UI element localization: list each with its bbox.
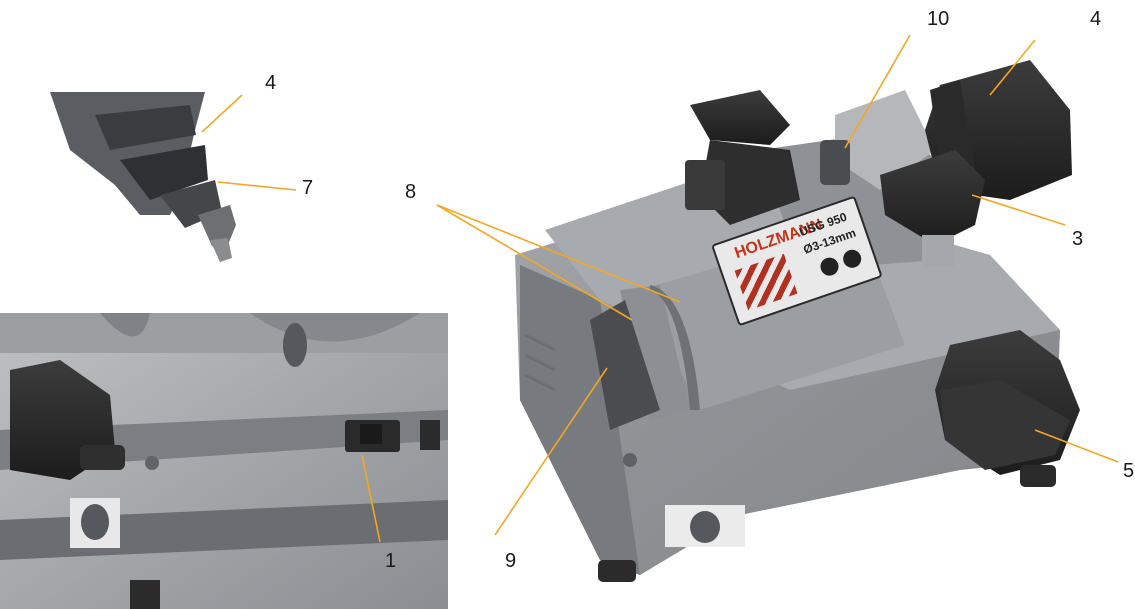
callout-4-knob: 4: [1090, 8, 1102, 30]
safety-goggles-icon: [815, 252, 844, 281]
callout-4-tip: 4: [265, 72, 277, 94]
drill-tip-detail-photo: [50, 92, 236, 262]
callout-1: 1: [385, 550, 397, 572]
safety-mask-icon: [838, 244, 867, 273]
main-machine-photo: [515, 60, 1080, 582]
switch-side-detail-photo: [0, 313, 448, 609]
callout-10: 10: [927, 8, 950, 30]
callout-7: 7: [302, 177, 314, 199]
leader-lines: [201, 34, 1119, 543]
callout-8: 8: [405, 181, 417, 203]
callout-5: 5: [1123, 460, 1135, 482]
callout-9: 9: [505, 550, 517, 572]
warning-stripes: [734, 253, 798, 311]
callout-3: 3: [1072, 228, 1084, 250]
